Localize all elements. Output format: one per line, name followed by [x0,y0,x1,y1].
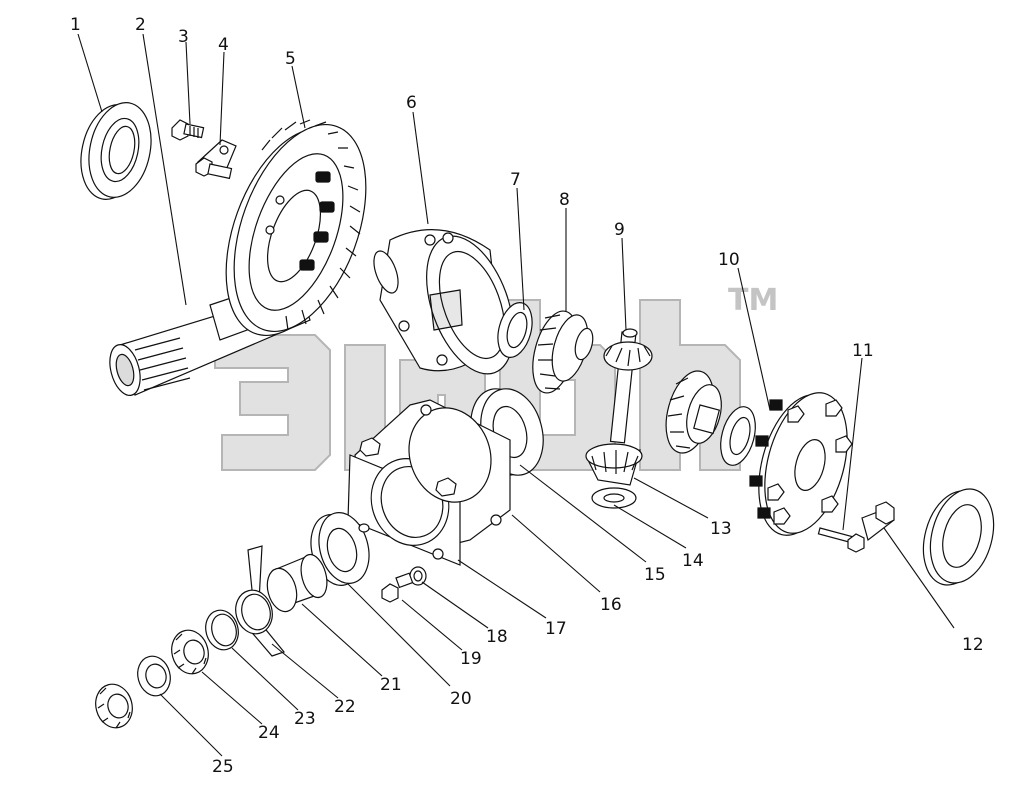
part-washer-right [715,403,761,469]
part-13-pinion-gear [586,444,642,485]
callout-4: 4 [218,35,229,55]
part-12-seal-ring [914,482,1004,592]
callout-13: 13 [710,519,732,539]
part-7-thrust-washer [492,299,537,361]
callout-18: 18 [486,627,508,647]
callout-19: 19 [460,649,482,669]
callout-21: 21 [380,675,402,695]
callout-11: 11 [852,341,874,361]
callout-3: 3 [178,27,189,47]
callout-23: 23 [294,709,316,729]
callout-8: 8 [559,190,570,210]
callout-25: 25 [212,757,234,777]
part-1-seal-ring [73,97,160,205]
callout-17: 17 [545,619,567,639]
callout-16: 16 [600,595,622,615]
part-8-side-gear [525,306,596,397]
part-10-case-cover [745,384,862,545]
part-3-bolt [172,120,204,140]
callout-10: 10 [718,250,740,270]
callout-5: 5 [285,49,296,69]
part-19-bolt [382,573,413,602]
part-21-spacer-sleeve [263,552,332,615]
callout-20: 20 [450,689,472,709]
callout-6: 6 [406,93,417,113]
part-right-side-gear [658,366,727,459]
part-6-differential-case [369,224,530,385]
part-5-crown-gear [201,107,392,354]
part-23-ring [231,586,277,638]
callout-22: 22 [334,697,356,717]
callout-labels: 1 2 3 4 5 6 7 8 9 10 11 12 13 14 15 16 1… [70,15,984,777]
callout-2: 2 [135,15,146,35]
leader-lines [77,33,955,757]
part-23b-snap-ring [201,607,242,654]
watermark-tm: TM [728,283,778,318]
part-14-washer [592,488,636,508]
callout-1: 1 [70,15,81,35]
part-24-nut [167,626,213,678]
callout-9: 9 [614,220,625,240]
part-9-pinion-shaft [604,329,652,443]
part-11-bolt-lock [818,502,894,552]
callout-24: 24 [258,723,280,743]
part-4-lock-plate [196,140,236,178]
callout-12: 12 [962,635,984,655]
part-25-nut [91,680,137,732]
callout-7: 7 [510,170,521,190]
callout-14: 14 [682,551,704,571]
part-lock-washer [133,653,174,700]
callout-15: 15 [644,565,666,585]
part-16-17-bearing-housing [348,396,510,565]
